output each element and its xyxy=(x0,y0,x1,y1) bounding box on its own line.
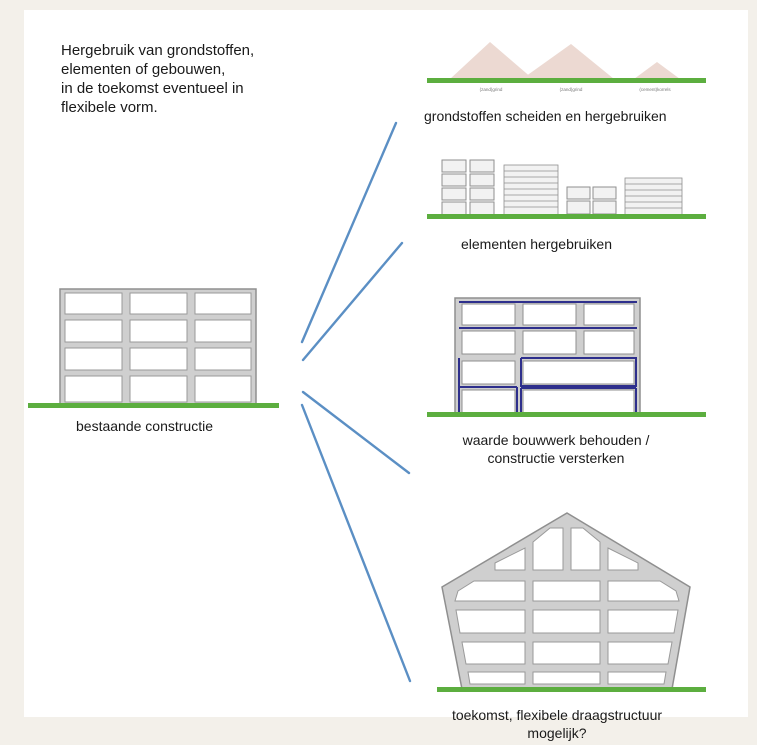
connector-to-elements xyxy=(301,241,404,362)
element-panel xyxy=(469,201,495,216)
building-bay xyxy=(64,292,123,315)
intro-line: flexibele vorm. xyxy=(61,99,158,116)
pile-label: (zand)grind xyxy=(480,87,503,92)
building-bay xyxy=(461,303,516,326)
element-panel xyxy=(441,159,467,173)
structure-bay xyxy=(467,671,526,685)
intro-line: in de toekomst eventueel in xyxy=(61,80,244,97)
material-pile xyxy=(634,62,680,79)
building-bay xyxy=(64,375,123,403)
reinforcement-frame xyxy=(520,358,637,387)
reinforcement-frame xyxy=(520,387,637,414)
material-pile xyxy=(450,42,533,79)
element-panel xyxy=(566,200,591,215)
flexible-structure xyxy=(437,512,706,692)
caption-line: constructie versterken xyxy=(487,450,625,466)
slab-stack xyxy=(503,164,559,216)
slab-stack xyxy=(624,177,683,216)
element-panel xyxy=(441,187,467,201)
caption-line: toekomst, flexibele draagstructuur xyxy=(451,707,663,723)
building-bay xyxy=(194,375,252,403)
structure-bay xyxy=(607,547,639,571)
building-bay xyxy=(194,319,252,343)
material-pile xyxy=(522,44,614,79)
structure-bay xyxy=(461,641,526,665)
elements-caption: elementen hergebruiken xyxy=(461,236,612,252)
reinforced-building xyxy=(427,297,706,417)
building-bay xyxy=(194,347,252,371)
existing-building xyxy=(28,288,279,408)
building-bay xyxy=(461,330,516,355)
building-bay xyxy=(194,292,252,315)
structure-bay xyxy=(455,609,526,634)
element-panel xyxy=(441,173,467,187)
building-bay xyxy=(522,389,635,414)
building-bay xyxy=(129,319,188,343)
ground-line xyxy=(28,403,279,408)
building-bay xyxy=(129,375,188,403)
ground-line xyxy=(427,412,706,417)
intro-text: Hergebruik van grondstoffen, elementen o… xyxy=(61,41,341,117)
ground-line xyxy=(427,78,706,83)
building-bay xyxy=(461,389,516,414)
structure-bay xyxy=(607,580,680,602)
reinforcement-frame xyxy=(458,358,518,414)
flexible-caption: toekomst, flexibele draagstructuur mogel… xyxy=(432,706,682,742)
building-bay xyxy=(129,292,188,315)
element-panel xyxy=(592,200,617,215)
existing-construction-caption: bestaande constructie xyxy=(76,418,213,434)
connector-lines xyxy=(300,121,412,683)
structure-bay xyxy=(607,641,673,665)
structure-bay xyxy=(532,671,601,685)
structure-bay xyxy=(532,527,564,571)
element-panel xyxy=(469,173,495,187)
element-panel xyxy=(566,186,591,200)
caption-line: waarde bouwwerk behouden / xyxy=(462,432,650,448)
element-panel xyxy=(592,186,617,200)
building-bay xyxy=(461,360,516,385)
structure-bay xyxy=(494,547,526,571)
building-bay xyxy=(64,347,123,371)
raw-material-piles: (zand)grind (zand)grind (cement)korrels xyxy=(427,42,706,92)
structure-bay xyxy=(570,527,601,571)
building-bay xyxy=(522,360,635,385)
structure-bay xyxy=(532,641,601,665)
structure-bay xyxy=(532,580,601,602)
connector-to-preserve xyxy=(301,390,411,475)
building-bay xyxy=(522,330,577,355)
ground-line xyxy=(437,687,706,692)
preserve-caption: waarde bouwwerk behouden / constructie v… xyxy=(436,431,676,467)
building-bay xyxy=(583,330,635,355)
pile-label: (zand)grind xyxy=(560,87,583,92)
structure-bay xyxy=(607,609,679,634)
element-panel xyxy=(469,159,495,173)
element-panel xyxy=(469,187,495,201)
connector-to-flexible xyxy=(300,403,412,683)
building-bay xyxy=(129,347,188,371)
connector-to-raw-materials xyxy=(300,121,398,344)
stacked-elements xyxy=(427,159,706,219)
building-bay xyxy=(583,303,635,326)
pile-label: (cement)korrels xyxy=(639,87,671,92)
intro-line: Hergebruik van grondstoffen, xyxy=(61,42,255,59)
structure-bay xyxy=(532,609,601,634)
intro-line: elementen of gebouwen, xyxy=(61,61,226,78)
structure-bay xyxy=(454,580,526,602)
building-bay xyxy=(522,303,577,326)
building-bay xyxy=(64,319,123,343)
element-panel xyxy=(441,201,467,216)
ground-line xyxy=(427,214,706,219)
caption-line: mogelijk? xyxy=(527,725,587,741)
structure-bay xyxy=(607,671,667,685)
raw-materials-caption: grondstoffen scheiden en hergebruiken xyxy=(424,108,667,124)
